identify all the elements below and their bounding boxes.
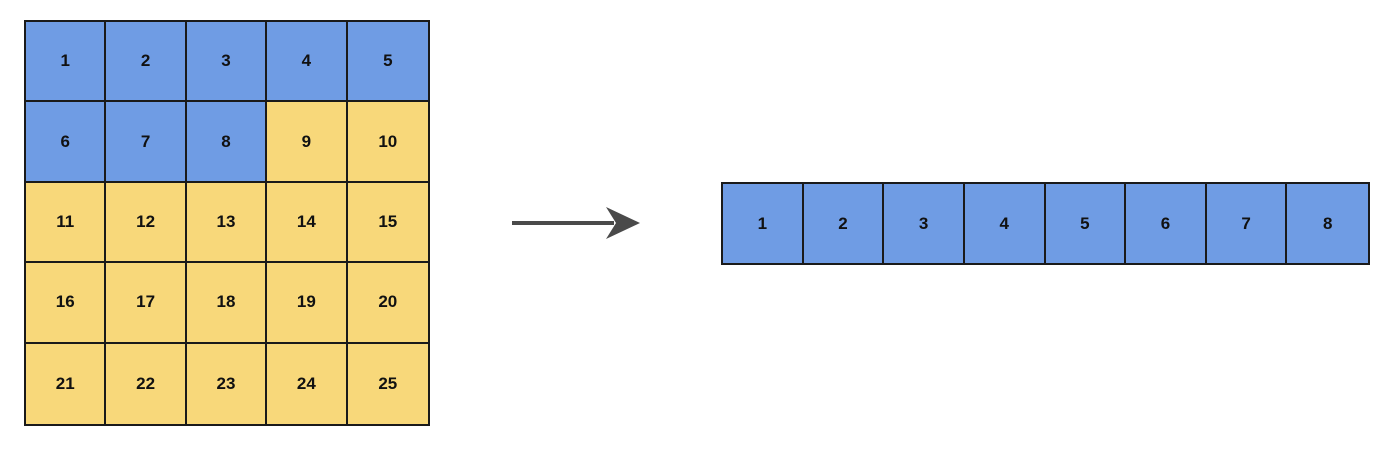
arrow-right-icon [512, 207, 640, 239]
strip-cell: 3 [884, 184, 965, 263]
grid-cell: 15 [347, 182, 428, 264]
grid-cell: 19 [267, 263, 348, 344]
grid-cell: 16 [26, 263, 107, 344]
grid-cell: 6 [26, 102, 107, 183]
strip-cell: 4 [964, 184, 1046, 263]
grid-cell: 23 [186, 343, 268, 424]
grid-cell: 10 [347, 102, 428, 183]
grid-cell: 12 [106, 182, 187, 264]
grid-cell: 24 [267, 343, 348, 424]
grid-cell: 8 [186, 102, 268, 183]
grid-cell: 5 [347, 22, 428, 103]
strip-cell: 6 [1126, 184, 1207, 263]
grid-cell: 14 [267, 182, 348, 264]
strip-cell: 5 [1045, 184, 1127, 263]
grid-cell: 22 [106, 343, 187, 424]
grid-cell: 2 [106, 22, 187, 103]
grid-cell: 18 [186, 263, 268, 344]
grid-cell: 20 [347, 263, 428, 344]
grid-cell: 25 [347, 343, 428, 424]
strip-cell: 1 [723, 184, 804, 263]
grid-cell: 13 [186, 182, 268, 264]
grid-cell: 1 [26, 22, 107, 103]
grid-cell: 4 [267, 22, 348, 103]
strip-cell: 7 [1206, 184, 1288, 263]
grid-cell: 3 [186, 22, 268, 103]
grid-cell: 17 [106, 263, 187, 344]
strip-cell: 2 [803, 184, 885, 263]
grid-cell: 11 [26, 182, 107, 264]
grid-cell: 9 [267, 102, 348, 183]
grid-cell: 7 [106, 102, 187, 183]
strip-cell: 8 [1287, 184, 1368, 263]
grid-cell: 21 [26, 343, 107, 424]
